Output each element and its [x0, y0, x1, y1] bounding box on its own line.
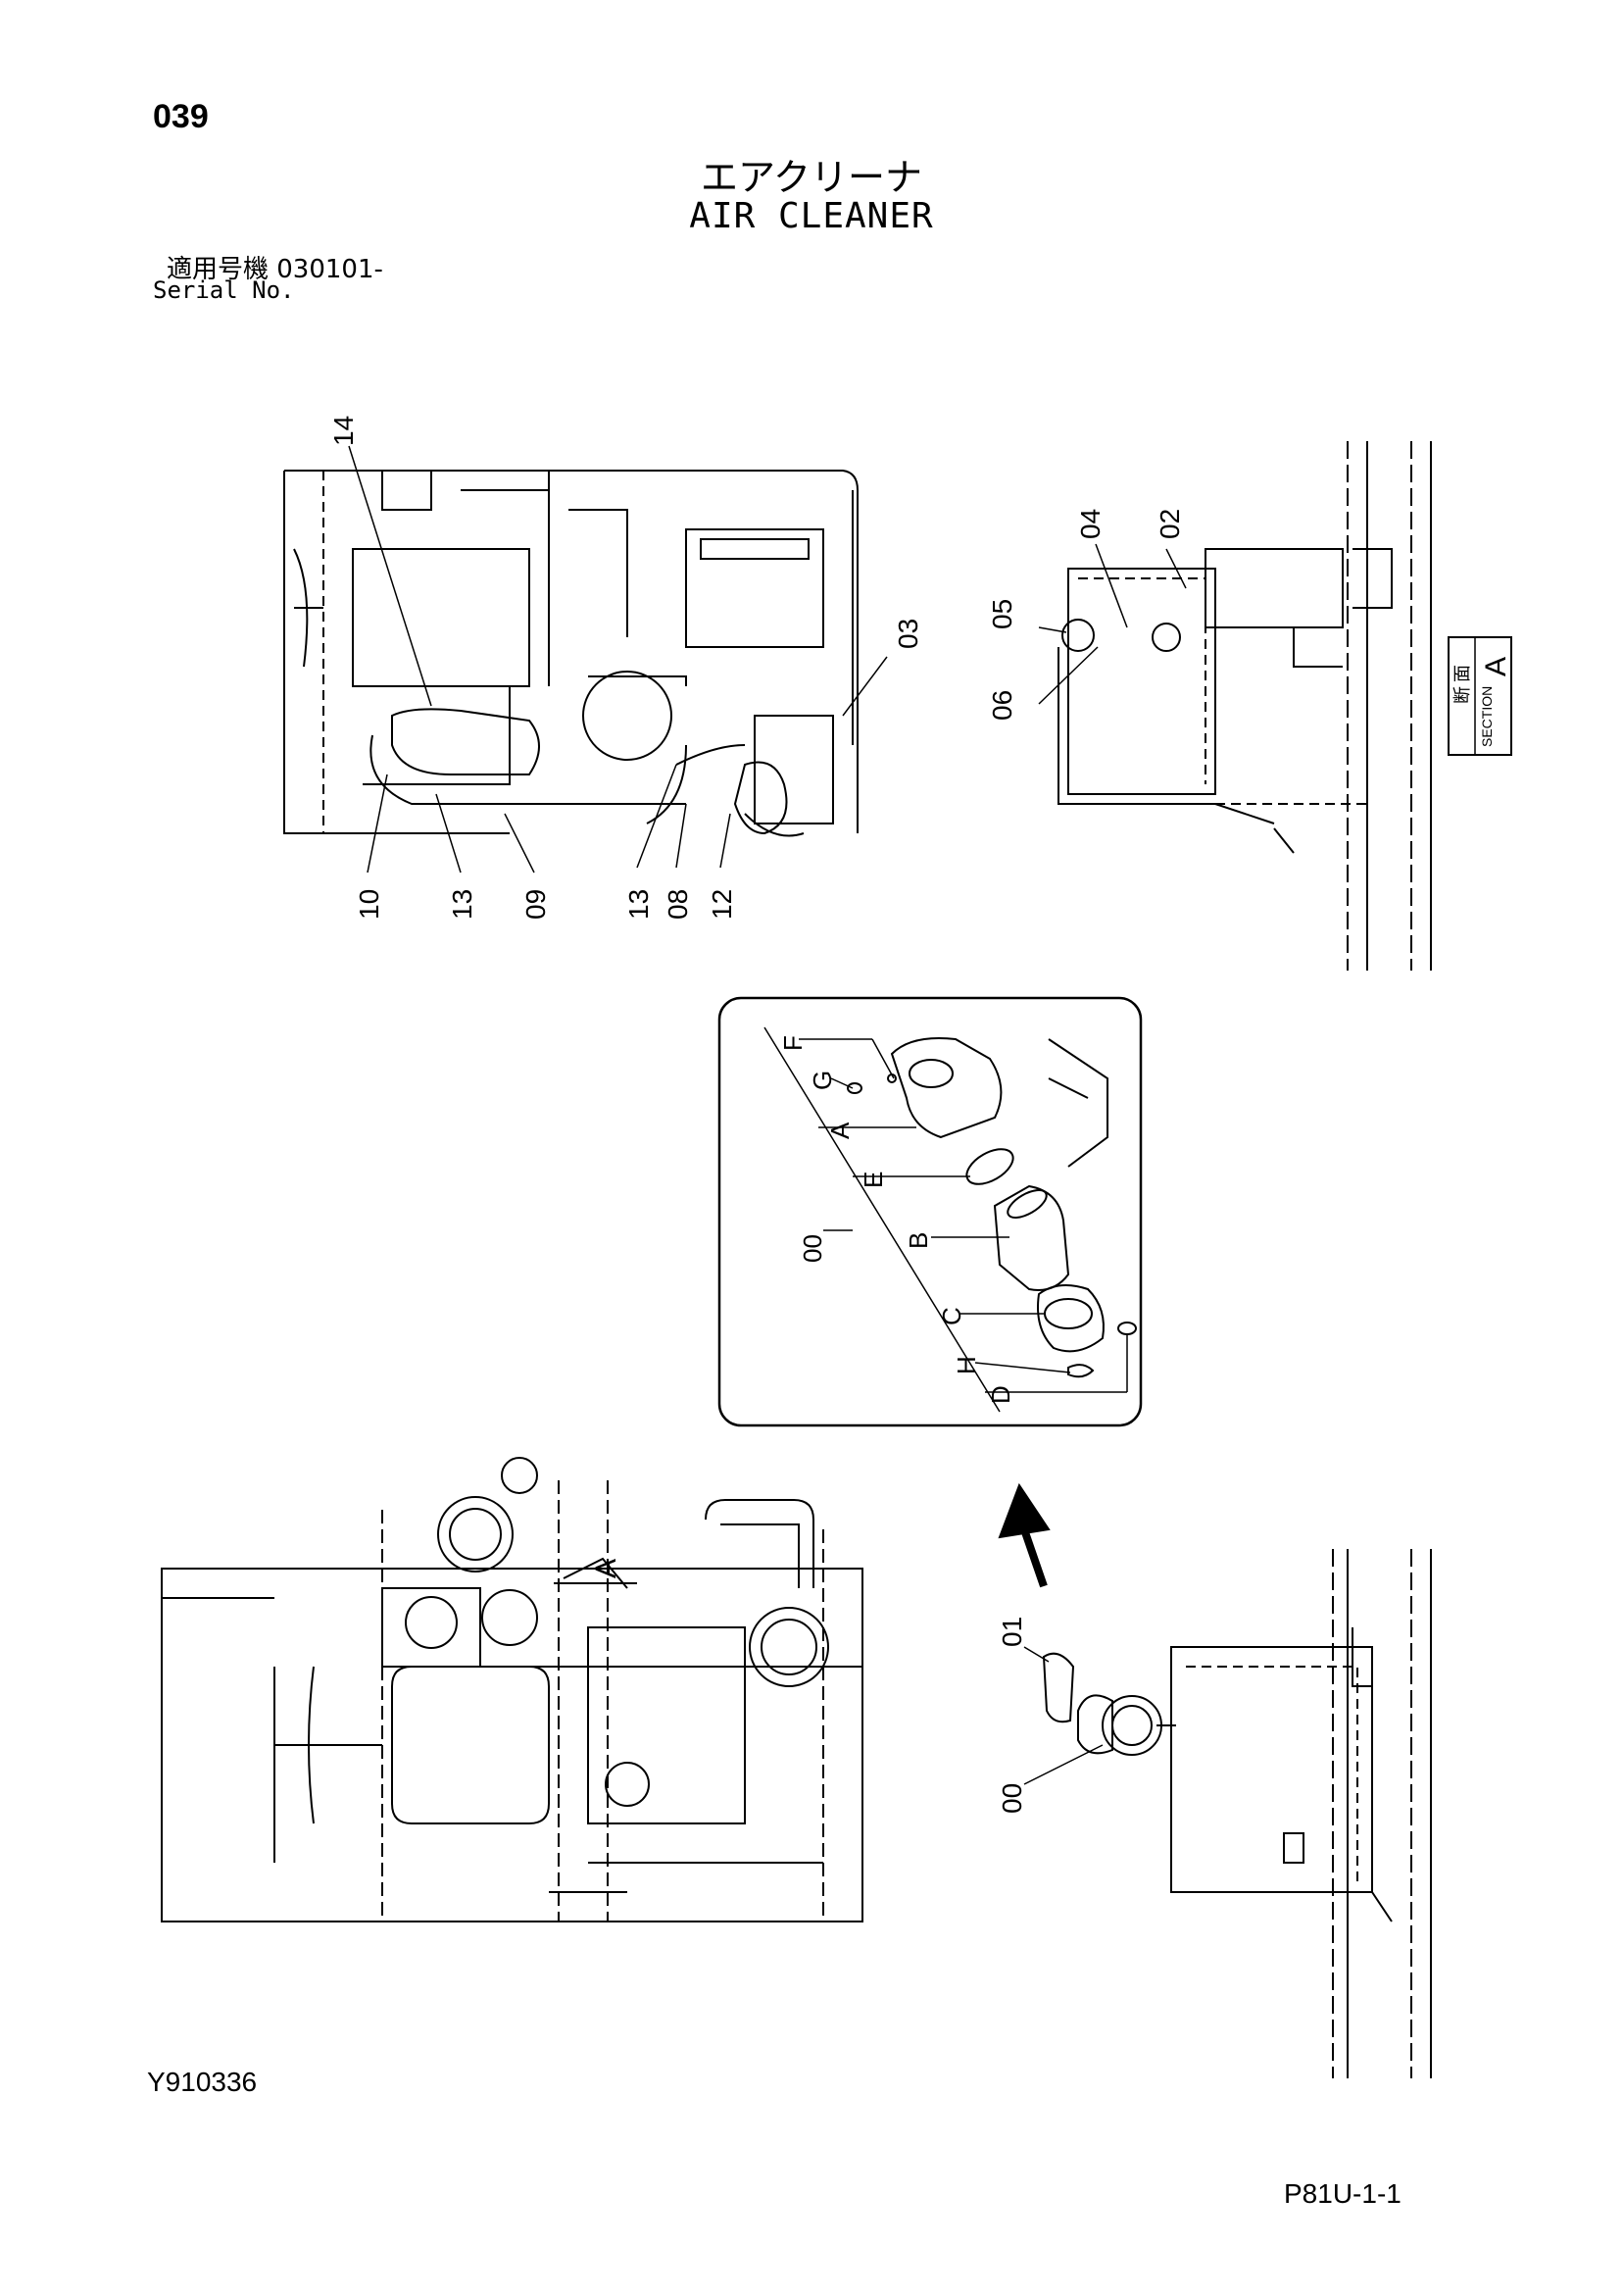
callout-F: F	[778, 1035, 808, 1051]
bottom-plan-view-drawing	[161, 1457, 863, 1922]
callout-13: 13	[447, 889, 477, 920]
side-view-leaders	[1038, 543, 1187, 705]
title-japanese: エアクリーナ	[700, 156, 923, 199]
callout-13-b: 13	[623, 889, 654, 920]
page-number: 039	[153, 98, 209, 135]
callout-02: 02	[1155, 509, 1185, 539]
bottom-side-view-drawing	[1042, 1549, 1432, 2078]
callout-09: 09	[520, 889, 551, 920]
top-view-leaders	[348, 445, 888, 873]
callout-C: C	[937, 1307, 966, 1325]
top-view-drawing	[283, 470, 859, 837]
callout-B: B	[904, 1232, 933, 1249]
callout-D: D	[986, 1385, 1015, 1404]
serial-applicability-jp: 適用号機 030101-	[167, 255, 383, 284]
serial-number-label: Serial No.	[153, 276, 295, 304]
callout-06: 06	[987, 690, 1017, 721]
bottom-side-view-leaders	[1023, 1646, 1104, 1785]
document-id: Y910336	[147, 2067, 258, 2097]
callout-10: 10	[354, 889, 384, 920]
callout-00-b: 00	[997, 1783, 1027, 1814]
section-letter: A	[1480, 657, 1512, 676]
section-jp-2: 面	[1452, 665, 1472, 682]
exploded-view-leaders	[799, 1038, 1128, 1393]
side-view-drawing	[1057, 441, 1432, 971]
callout-08: 08	[663, 889, 693, 920]
section-a-label	[1448, 636, 1512, 756]
callout-05: 05	[987, 599, 1017, 629]
callout-14: 14	[328, 416, 359, 446]
section-jp-1: 断	[1452, 686, 1472, 704]
sheet-id: P81U-1-1	[1284, 2178, 1402, 2209]
front-direction-arrow	[998, 1482, 1051, 1588]
callout-H: H	[952, 1356, 981, 1374]
callout-01: 01	[997, 1617, 1027, 1647]
section-view-marker	[554, 1557, 637, 1589]
section-en: SECTION	[1479, 686, 1495, 747]
callout-G: G	[808, 1071, 837, 1090]
callout-03: 03	[893, 619, 923, 649]
exploded-view-panel	[717, 996, 1143, 1427]
callout-A: A	[825, 1122, 855, 1139]
callout-E: E	[859, 1172, 888, 1188]
callout-00: 00	[798, 1234, 827, 1263]
callout-04: 04	[1075, 509, 1106, 539]
callout-12: 12	[707, 889, 737, 920]
view-marker-letter: A	[590, 1559, 622, 1578]
title-english: AIR CLEANER	[689, 196, 934, 236]
